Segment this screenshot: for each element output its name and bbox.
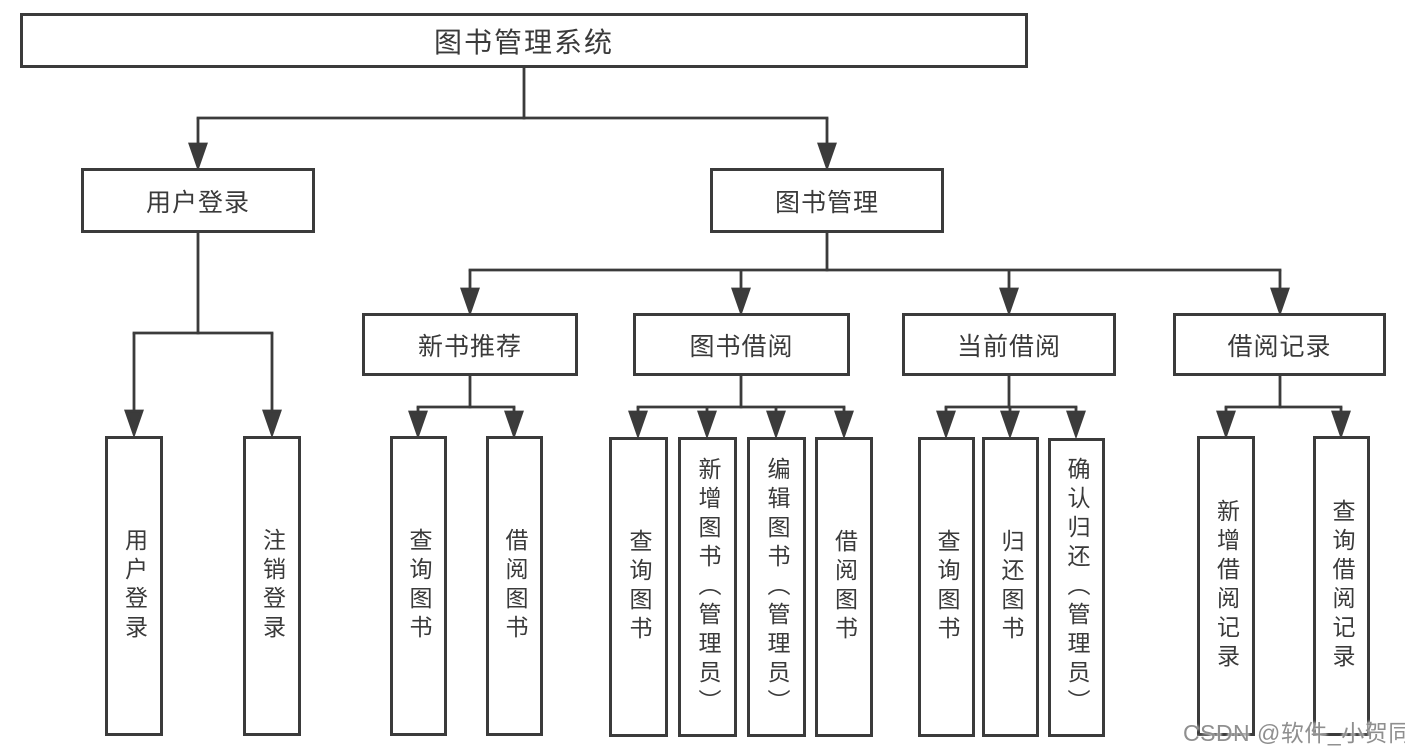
node-label: 确认归还（管理员） xyxy=(1064,457,1090,718)
arrowhead-leaf-return-d xyxy=(1000,410,1020,440)
leaf-add-books-admin: 新增图书（管理员） xyxy=(678,437,737,737)
arrowhead-leaf-confirm-d xyxy=(1066,410,1086,440)
arrowhead-book-borrow xyxy=(731,287,751,317)
leaf-edit-books-admin: 编辑图书（管理员） xyxy=(747,437,806,737)
node-label: 图书借阅 xyxy=(689,332,794,361)
arrowhead-current-borrow xyxy=(999,287,1019,317)
node-label: 用户登录 xyxy=(145,188,250,217)
node-label: 注销登录 xyxy=(259,528,286,644)
node-current-borrowing: 当前借阅 xyxy=(902,313,1116,376)
node-label: 编辑图书（管理员） xyxy=(764,456,790,718)
node-label: 借阅记录 xyxy=(1227,332,1332,361)
arrowhead-leaf-add-c xyxy=(697,410,717,440)
arrowhead-leaf-login xyxy=(124,409,144,439)
leaf-borrow-books: 借阅图书 xyxy=(815,437,873,737)
arrowhead-leaf-query-c xyxy=(628,410,648,440)
arrowhead-leaf-edit-c xyxy=(766,410,786,440)
leaf-query-books-borrow: 查询图书 xyxy=(609,437,668,737)
node-label: 图书管理系统 xyxy=(433,26,614,58)
node-label: 新增图书（管理员） xyxy=(695,456,721,718)
arrowhead-leaf-query-d xyxy=(936,410,956,440)
leaf-query-books-recommend: 查询图书 xyxy=(390,436,447,736)
node-label: 借阅图书 xyxy=(831,529,858,645)
arrowhead-leaf-query-e xyxy=(1331,410,1351,440)
arrowhead-new-book xyxy=(460,287,480,317)
node-label: 当前借阅 xyxy=(956,332,1061,361)
node-book-borrowing: 图书借阅 xyxy=(633,313,850,376)
arrowhead-book-management xyxy=(817,142,837,172)
leaf-return-books: 归还图书 xyxy=(982,437,1039,737)
node-label: 借阅图书 xyxy=(502,528,528,644)
leaf-borrow-books-recommend: 借阅图书 xyxy=(486,436,543,736)
leaf-user-login: 用户登录 xyxy=(105,436,163,736)
leaf-confirm-return-admin: 确认归还（管理员） xyxy=(1048,438,1105,737)
csdn-watermark: CSDN @软件_小贺同学 xyxy=(1183,720,1405,746)
node-book-management: 图书管理 xyxy=(710,168,944,233)
node-borrowing-records: 借阅记录 xyxy=(1173,313,1386,376)
arrowhead-user-login xyxy=(188,142,208,172)
node-label: 查询借阅记录 xyxy=(1329,499,1355,673)
node-user-login: 用户登录 xyxy=(81,168,315,233)
arrowhead-leaf-borrow-b xyxy=(504,410,524,440)
arrowhead-leaf-query-b xyxy=(408,410,428,440)
leaf-add-borrow-record: 新增借阅记录 xyxy=(1197,436,1255,736)
arrowhead-leaf-borrow-c xyxy=(834,410,854,440)
leaf-query-books-current: 查询图书 xyxy=(918,437,975,737)
connector-group xyxy=(124,68,1351,440)
node-library-management-system: 图书管理系统 xyxy=(20,13,1028,68)
node-label: 新书推荐 xyxy=(417,332,522,361)
node-label: 用户登录 xyxy=(121,528,148,644)
node-label: 查询图书 xyxy=(626,529,652,645)
node-new-book-recommendation: 新书推荐 xyxy=(362,313,578,376)
node-label: 查询图书 xyxy=(406,528,432,644)
leaf-logout: 注销登录 xyxy=(243,436,301,736)
node-label: 查询图书 xyxy=(934,529,960,645)
arrowhead-leaf-add-e xyxy=(1216,410,1236,440)
arrowhead-borrow-records xyxy=(1270,287,1290,317)
node-label: 新增借阅记录 xyxy=(1213,499,1240,673)
leaf-query-borrow-record: 查询借阅记录 xyxy=(1313,436,1370,736)
arrowhead-leaf-logout xyxy=(262,409,282,439)
node-label: 归还图书 xyxy=(998,529,1024,645)
node-label: 图书管理 xyxy=(774,188,879,217)
